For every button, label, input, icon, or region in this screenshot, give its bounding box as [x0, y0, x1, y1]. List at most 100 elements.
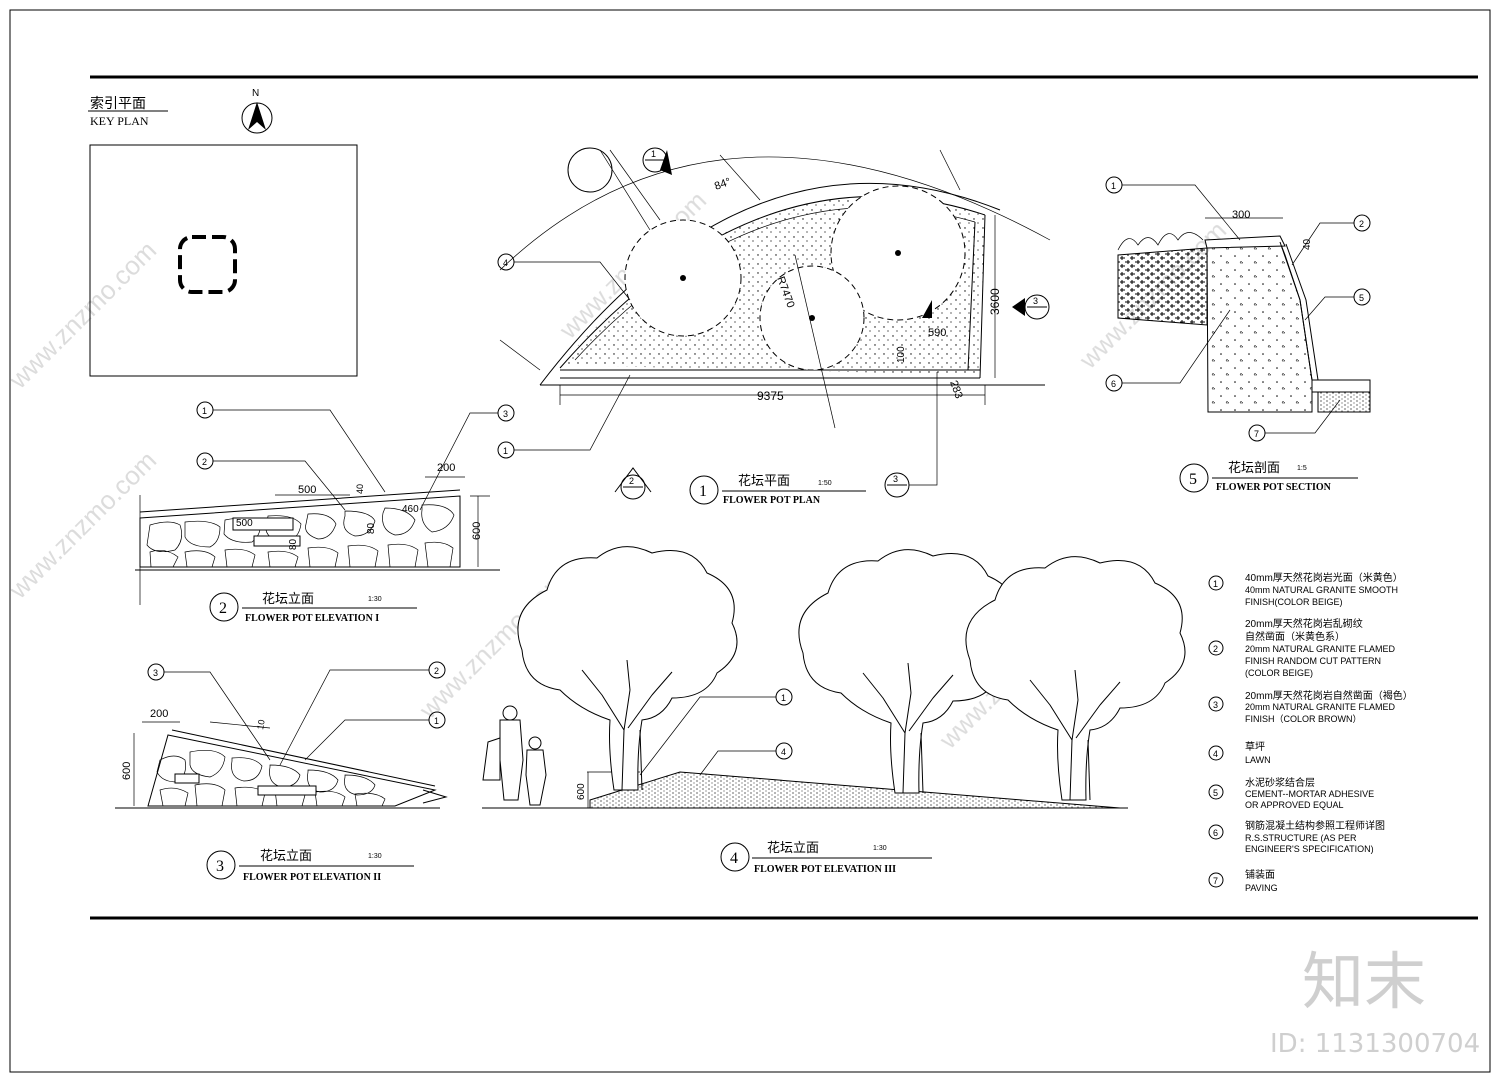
elev2-callout-3: 3: [147, 663, 271, 761]
svg-text:3: 3: [216, 858, 224, 875]
svg-text:1:30: 1:30: [368, 853, 382, 860]
svg-text:铺装面: 铺装面: [1245, 868, 1275, 881]
svg-text:6: 6: [1111, 379, 1116, 389]
north-arrow-icon: N: [241, 88, 273, 134]
svg-text:3: 3: [1033, 296, 1038, 306]
svg-text:7: 7: [1254, 429, 1259, 439]
svg-text:5: 5: [1189, 471, 1197, 488]
section-callout-7: 7: [1248, 399, 1341, 442]
svg-text:FINISH RANDOM CUT PATTERN: FINISH RANDOM CUT PATTERN: [1245, 656, 1381, 666]
section-marker-4-icon: 3: [884, 372, 938, 498]
image-id-watermark: ID: 1131300704: [1270, 1029, 1480, 1059]
svg-text:4: 4: [503, 258, 508, 268]
svg-text:600: 600: [576, 783, 587, 800]
svg-text:40mm厚天然花岗岩光面（米黄色）: 40mm厚天然花岗岩光面（米黄色）: [1245, 571, 1403, 584]
legend-item-4: 4 草坪 LAWN: [1208, 740, 1271, 765]
svg-text:1:30: 1:30: [368, 596, 382, 603]
legend-item-2: 2 20mm厚天然花岗岩乱砌纹 自然凿面（米黄色系） 20mm NATURAL …: [1208, 617, 1396, 678]
section-title-cn: 花坛剖面: [1228, 460, 1280, 475]
svg-text:水泥砂浆结合层: 水泥砂浆结合层: [1245, 776, 1315, 789]
legend-item-7: 7 铺装面 PAVING: [1208, 868, 1278, 893]
svg-text:1:50: 1:50: [818, 480, 832, 487]
svg-text:1: 1: [202, 406, 207, 416]
section-marker-3-icon: 3: [1012, 294, 1050, 320]
plan-title-en: FLOWER POT PLAN: [723, 495, 821, 506]
key-plan-frame: [89, 144, 358, 377]
plan-title-cn: 花坛平面: [738, 473, 790, 488]
flower-pot-elevation-1: 600 500 500 200 460 80 80 40 1 2 3 2 花坛立…: [135, 401, 515, 624]
svg-text:283: 283: [947, 379, 965, 400]
svg-text:2: 2: [219, 600, 227, 617]
legend-item-3: 3 20mm厚天然花岗岩自然凿面（褐色） 20mm NATURAL GRANIT…: [1208, 689, 1413, 724]
elev1-title-cn: 花坛立面: [262, 591, 314, 606]
elev2-callout-2: 2: [279, 661, 446, 766]
svg-text:7: 7: [1213, 876, 1218, 886]
plan-dim-height-label: 3600: [988, 288, 1002, 315]
brand-watermark: 知末: [1302, 945, 1426, 1018]
elev2-title-cn: 花坛立面: [260, 848, 312, 863]
svg-text:590: 590: [928, 327, 946, 339]
svg-text:10: 10: [255, 719, 267, 731]
section-marker-2-icon: 2: [614, 467, 652, 500]
svg-text:20mm厚天然花岗岩自然凿面（褐色）: 20mm厚天然花岗岩自然凿面（褐色）: [1245, 689, 1413, 702]
svg-text:4: 4: [730, 850, 738, 867]
svg-text:(COLOR BEIGE): (COLOR BEIGE): [1245, 668, 1313, 678]
flower-pot-elevation-3: 600 1 4 4 花坛立面 1:30 FLOWER POT ELEVATION…: [482, 546, 1186, 875]
svg-text:3: 3: [503, 409, 508, 419]
key-plan-title-cn: 索引平面: [90, 95, 146, 111]
tree-1: [517, 546, 738, 791]
elev2-title-block: 3 花坛立面 1:30 FLOWER POT ELEVATION II: [206, 848, 414, 883]
elev2-title-en: FLOWER POT ELEVATION II: [243, 872, 381, 883]
svg-text:1:5: 1:5: [1297, 465, 1307, 472]
svg-text:500: 500: [298, 484, 316, 496]
svg-text:草坪: 草坪: [1245, 740, 1265, 753]
svg-text:5: 5: [1213, 788, 1218, 798]
section-callout-6: 6: [1105, 309, 1231, 392]
svg-text:自然凿面（米黄色系）: 自然凿面（米黄色系）: [1245, 630, 1345, 643]
svg-text:OR APPROVED EQUAL: OR APPROVED EQUAL: [1245, 800, 1344, 810]
svg-text:R.S.STRUCTURE (AS PER: R.S.STRUCTURE (AS PER: [1245, 833, 1357, 843]
svg-text:3: 3: [1213, 700, 1218, 710]
flower-pot-plan: 9375 3600 R7470 84° 590 100 283 1 3 2: [497, 147, 1051, 506]
svg-text:LAWN: LAWN: [1245, 755, 1271, 765]
svg-text:4: 4: [1213, 749, 1218, 759]
elev3-callout-1: 1: [639, 688, 793, 776]
legend-item-6: 6 钢筋混凝土结构参照工程师详图 R.S.STRUCTURE (AS PER E…: [1208, 819, 1385, 854]
elev3-title-cn: 花坛立面: [767, 840, 819, 855]
svg-text:200: 200: [150, 708, 168, 720]
svg-text:460: 460: [402, 504, 419, 515]
svg-text:40mm NATURAL GRANITE SMOOTH: 40mm NATURAL GRANITE SMOOTH: [1245, 585, 1398, 595]
svg-text:2: 2: [629, 476, 634, 486]
svg-text:20mm NATURAL GRANITE FLAMED: 20mm NATURAL GRANITE FLAMED: [1245, 644, 1396, 654]
key-plan: 索引平面 KEY PLAN N: [88, 88, 358, 377]
svg-text:3: 3: [893, 474, 898, 484]
svg-text:500: 500: [236, 518, 253, 529]
svg-text:ENGINEER'S SPECIFICATION): ENGINEER'S SPECIFICATION): [1245, 844, 1374, 854]
svg-text:1: 1: [1213, 579, 1218, 589]
svg-text:1:30: 1:30: [873, 845, 887, 852]
legend-item-5: 5 水泥砂浆结合层 CEMENT--MORTAR ADHESIVE OR APP…: [1208, 776, 1374, 810]
svg-text:www.znzmo.com: www.znzmo.com: [2, 235, 162, 395]
svg-text:1: 1: [781, 693, 786, 703]
svg-text:20mm厚天然花岗岩乱砌纹: 20mm厚天然花岗岩乱砌纹: [1245, 617, 1363, 630]
elev1-title-block: 2 花坛立面 1:30 FLOWER POT ELEVATION I: [209, 591, 417, 624]
svg-text:1: 1: [699, 483, 707, 500]
svg-text:CEMENT--MORTAR ADHESIVE: CEMENT--MORTAR ADHESIVE: [1245, 789, 1374, 799]
svg-text:3: 3: [153, 668, 158, 678]
flower-pot-section: 300 40 1 2 5 6 7 5 花坛剖面 1:5 FLOWER POT: [1105, 176, 1371, 493]
svg-text:2: 2: [202, 457, 207, 467]
svg-text:20mm NATURAL GRANITE FLAMED: 20mm NATURAL GRANITE FLAMED: [1245, 702, 1396, 712]
sheet-border: [9, 9, 1491, 1073]
section-title-block: 5 花坛剖面 1:5 FLOWER POT SECTION: [1179, 460, 1358, 493]
svg-text:200: 200: [437, 462, 455, 474]
legend-item-1: 1 40mm厚天然花岗岩光面（米黄色） 40mm NATURAL GRANITE…: [1208, 571, 1403, 607]
svg-text:6: 6: [1213, 828, 1218, 838]
svg-text:1: 1: [503, 446, 508, 456]
plan-tree-circle-small: [567, 147, 613, 193]
section-callout-1: 1: [1105, 176, 1241, 241]
elev3-callout-4: 4: [699, 742, 793, 776]
plan-dim-width-label: 9375: [757, 389, 784, 403]
svg-text:4: 4: [781, 747, 786, 757]
elev1-callout-2: 2: [196, 452, 346, 511]
